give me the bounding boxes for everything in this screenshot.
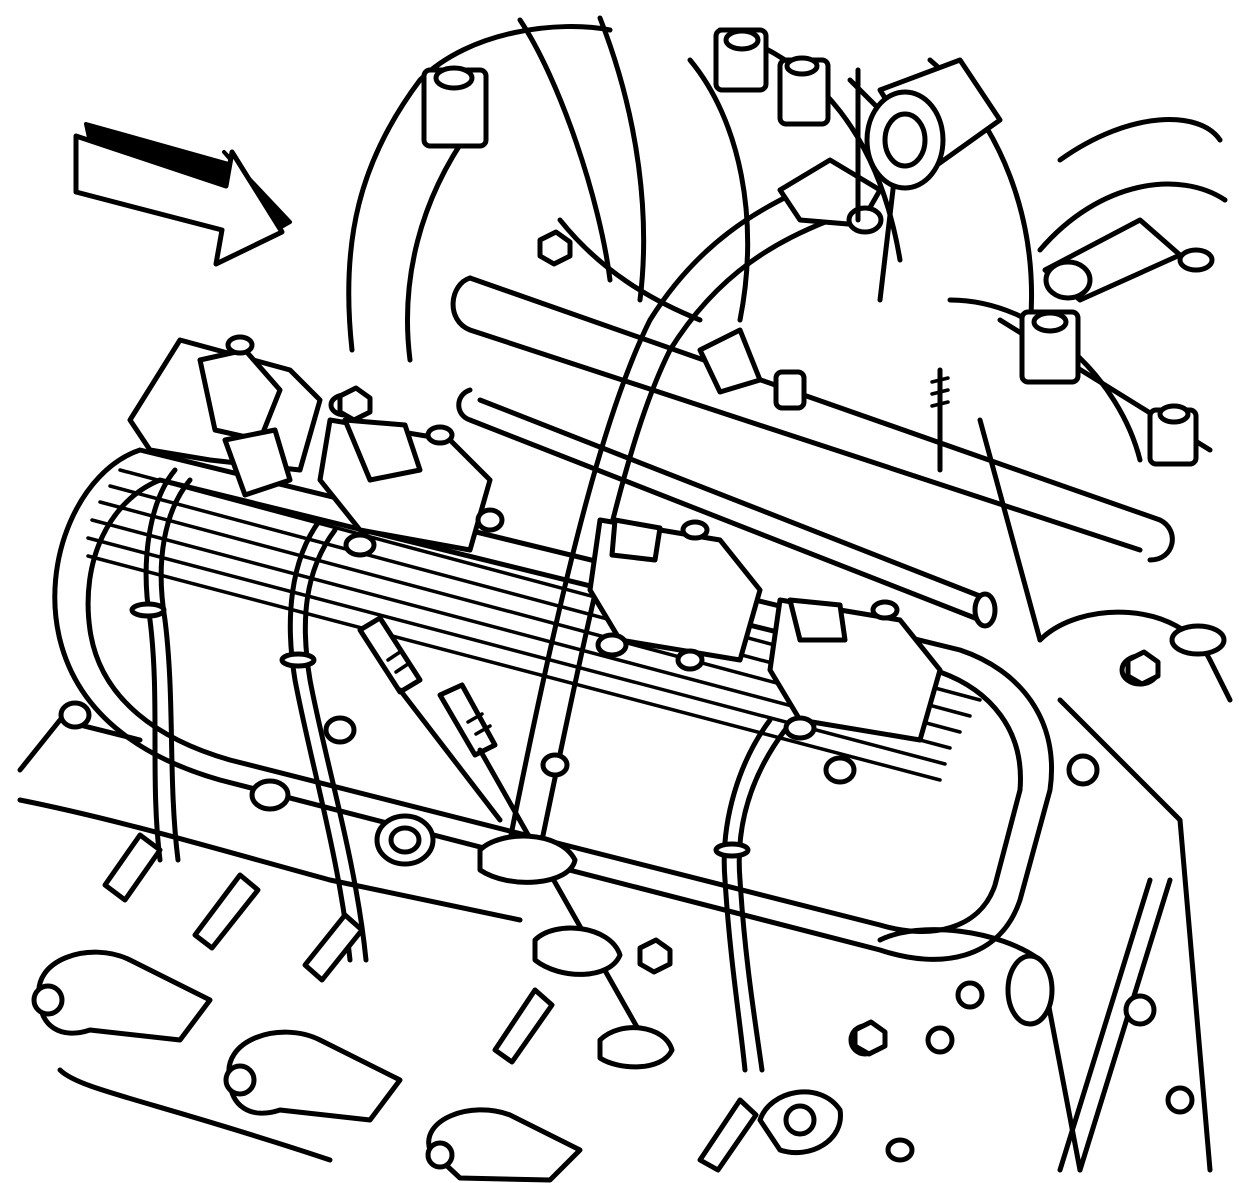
ignition-coil-1 xyxy=(127,334,362,498)
ignition-coil-4 xyxy=(767,597,943,785)
ignition-coil-2 xyxy=(317,417,505,558)
manifold-bosses xyxy=(421,27,1199,467)
spark-plugs xyxy=(102,832,759,1173)
bracket-rod xyxy=(507,67,884,853)
ignition-coil-3 xyxy=(587,517,763,672)
spark-plug-wires xyxy=(129,467,788,1073)
rail-sensor xyxy=(697,327,950,473)
hose-fittings xyxy=(864,57,1215,303)
exhaust-ports xyxy=(31,949,843,1183)
cylinder-head xyxy=(17,700,882,1163)
wire-clips xyxy=(477,833,675,1070)
hex-bolts xyxy=(337,229,1161,1057)
coil-bolts xyxy=(357,615,653,1053)
direction-arrow-icon xyxy=(73,122,292,267)
fuel-rail xyxy=(450,275,1175,629)
